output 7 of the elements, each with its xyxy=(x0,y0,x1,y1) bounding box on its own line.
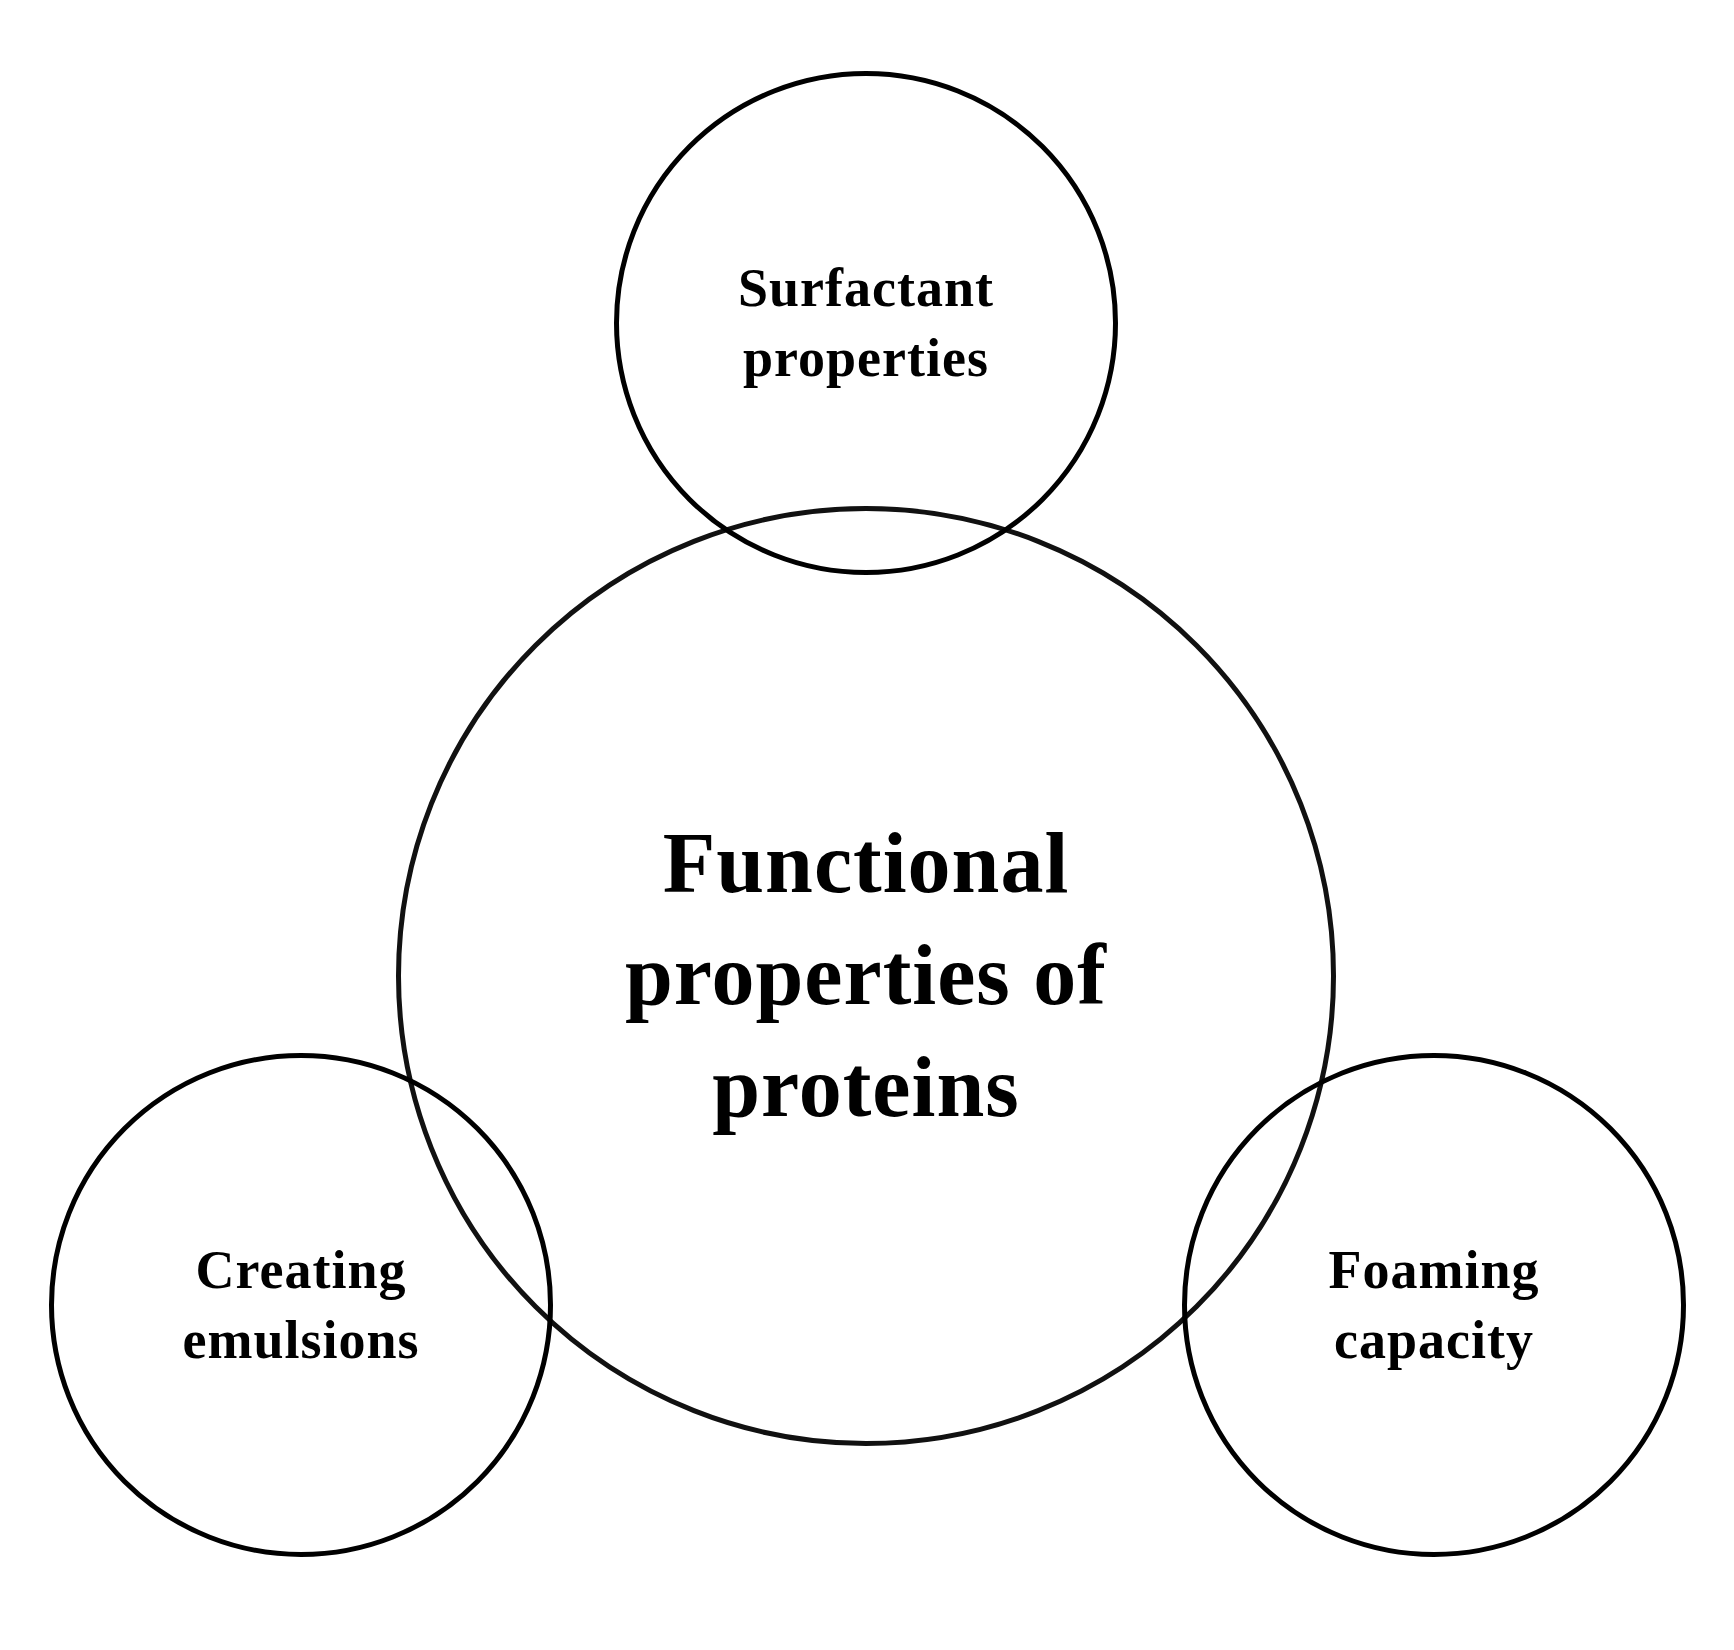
circle xyxy=(614,71,1118,575)
circle xyxy=(1182,1053,1686,1557)
circle-label: Creating emulsions xyxy=(181,1238,421,1372)
circle xyxy=(49,1053,553,1557)
circle-label: Surfactant properties xyxy=(737,256,995,390)
circle-label: Foaming capacity xyxy=(1327,1238,1541,1372)
circle-title: Functional properties of proteins xyxy=(624,814,1108,1137)
